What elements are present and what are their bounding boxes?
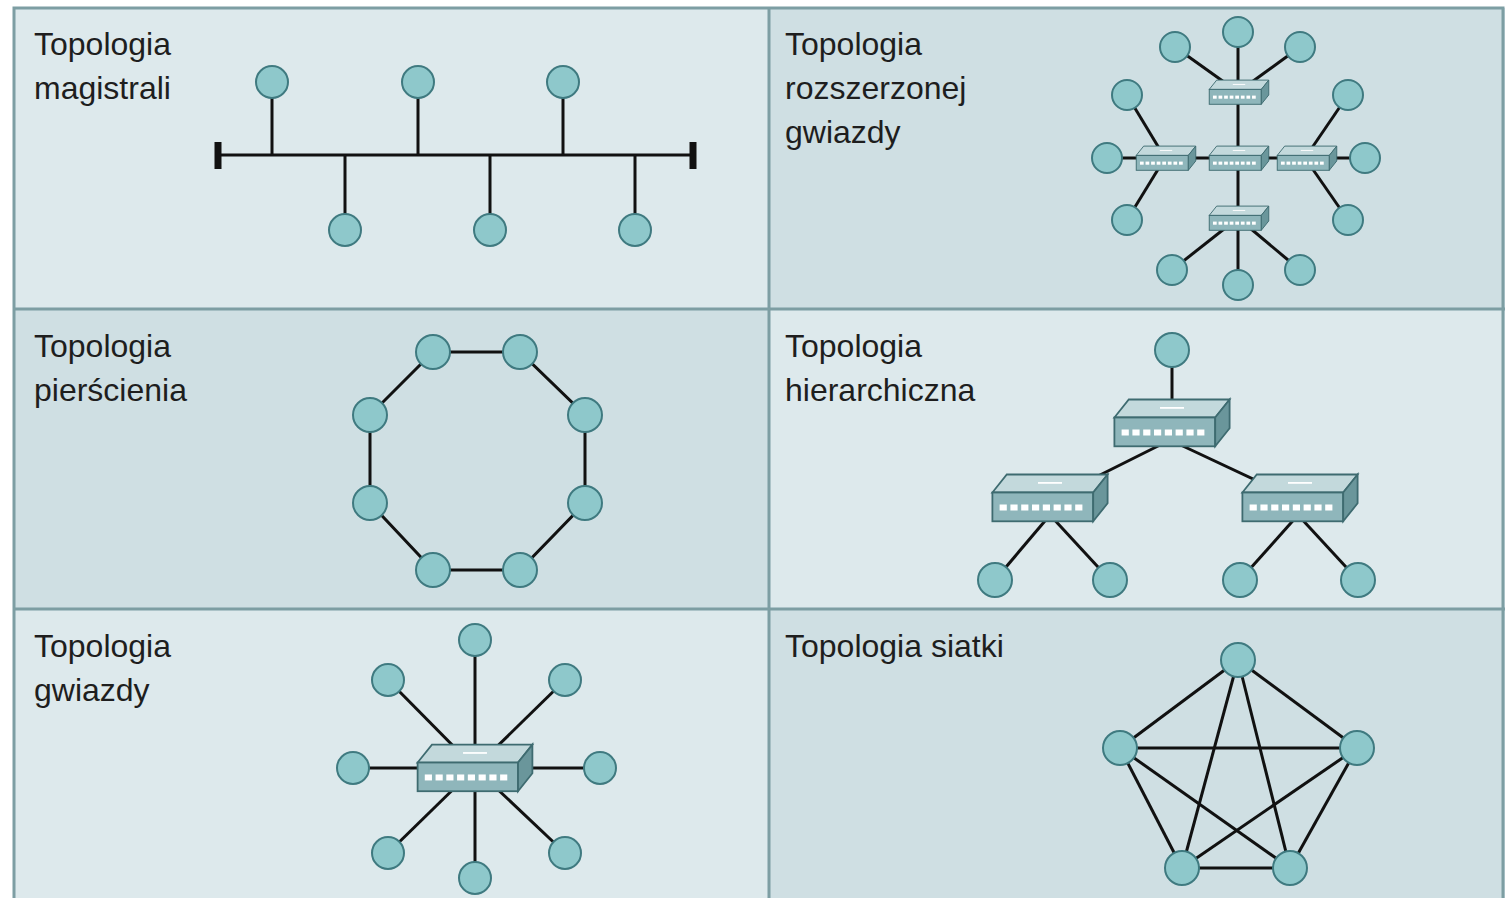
panel-title: Topologia magistrali <box>34 22 224 110</box>
panel-title: Topologia hierarchiczna <box>785 324 1035 412</box>
topology-panel: Topologia pierścienia <box>14 310 768 608</box>
topology-panel: Topologia hierarchiczna <box>770 310 1505 608</box>
topology-panel: Topologia magistrali <box>14 8 768 308</box>
topology-panel: Topologia siatki <box>770 610 1505 898</box>
panel-title: Topologia pierścienia <box>34 324 234 412</box>
topology-panel: Topologia rozszerzonej gwiazdy <box>770 8 1505 308</box>
topology-panel: Topologia gwiazdy <box>14 610 768 898</box>
panel-title: Topologia siatki <box>785 624 1105 668</box>
panel-title: Topologia gwiazdy <box>34 624 224 712</box>
panel-title: Topologia rozszerzonej gwiazdy <box>785 22 1030 154</box>
